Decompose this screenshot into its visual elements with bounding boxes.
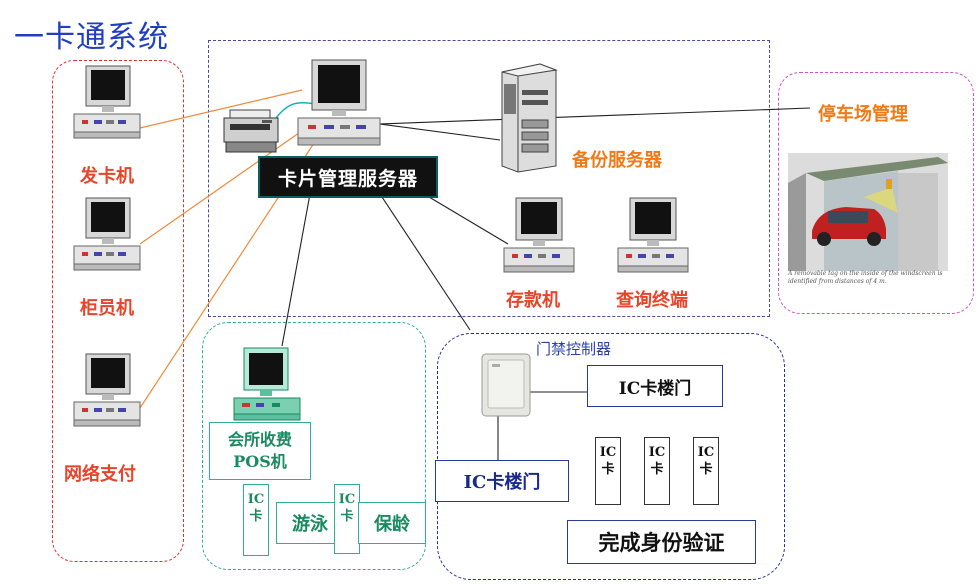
ic-card: IC 卡 bbox=[243, 484, 269, 556]
pos-line1: 会所收费 bbox=[227, 430, 292, 449]
computer-icon bbox=[73, 353, 141, 427]
server-group bbox=[208, 40, 770, 317]
card-management-server-label: 卡片管理服务器 bbox=[258, 156, 438, 198]
ic-card-line1: IC bbox=[697, 445, 715, 460]
door-controller-label: 门禁控制器 bbox=[536, 340, 612, 358]
card-reader-icon bbox=[481, 353, 531, 417]
pos-machine-label: 会所收费 POS机 bbox=[209, 422, 311, 480]
ic-card-line2: 卡 bbox=[650, 462, 664, 477]
ic-door-box-2: IC卡楼门 bbox=[435, 460, 569, 502]
ic-door-box-1: IC卡楼门 bbox=[587, 365, 723, 407]
ic-card-line1: IC bbox=[247, 492, 265, 507]
ic-card: IC 卡 bbox=[595, 437, 621, 505]
photo-caption: A removable tag on the inside of the win… bbox=[788, 270, 943, 285]
ic-card-line1: IC bbox=[599, 445, 617, 460]
line-teller-server bbox=[139, 127, 307, 245]
ic-card-line2: 卡 bbox=[249, 509, 263, 524]
parking-group bbox=[778, 72, 974, 314]
ic-card-line2: 卡 bbox=[601, 462, 615, 477]
computer-icon bbox=[617, 197, 689, 273]
parking-management-label: 停车场管理 bbox=[818, 104, 908, 125]
printer-icon bbox=[223, 109, 279, 153]
ic-card-line2: 卡 bbox=[699, 462, 713, 477]
ic-card: IC 卡 bbox=[644, 437, 670, 505]
garage-illustration bbox=[788, 153, 948, 271]
parking-photo bbox=[788, 153, 948, 271]
page-title: 一卡通系统 bbox=[14, 20, 169, 55]
computer-icon bbox=[503, 197, 575, 273]
ic-card-line1: IC bbox=[338, 492, 356, 507]
identity-verification-box: 完成身份验证 bbox=[567, 520, 756, 564]
line-server-pos bbox=[281, 193, 311, 347]
ic-card: IC 卡 bbox=[334, 484, 360, 554]
computer-icon bbox=[73, 197, 141, 271]
card-issuer-label: 发卡机 bbox=[80, 166, 134, 187]
bowling-label: 保龄 bbox=[358, 502, 426, 544]
swimming-label: 游泳 bbox=[276, 502, 344, 544]
pos-terminal-icon bbox=[233, 347, 301, 421]
access-control-group bbox=[437, 333, 785, 580]
line-server-backup bbox=[379, 123, 501, 141]
ic-card-line2: 卡 bbox=[340, 509, 354, 524]
server-tower-icon bbox=[501, 63, 558, 173]
line-server-parking bbox=[379, 107, 811, 125]
ic-card-line1: IC bbox=[648, 445, 666, 460]
terminal-group bbox=[52, 60, 184, 562]
online-payment-label: 网络支付 bbox=[64, 464, 136, 485]
pos-group bbox=[202, 322, 426, 570]
server-computer-icon bbox=[297, 59, 381, 146]
ic-card: IC 卡 bbox=[693, 437, 719, 505]
backup-server-label: 备份服务器 bbox=[572, 150, 662, 171]
query-terminal-label: 查询终端 bbox=[616, 290, 688, 311]
line-issuer-server bbox=[139, 89, 303, 129]
deposit-machine-label: 存款机 bbox=[506, 290, 560, 311]
line-server-door bbox=[379, 193, 471, 331]
computer-icon bbox=[73, 65, 141, 139]
pos-line2: POS机 bbox=[233, 452, 287, 471]
line-server-deposit bbox=[423, 193, 509, 245]
teller-label: 柜员机 bbox=[80, 298, 134, 319]
